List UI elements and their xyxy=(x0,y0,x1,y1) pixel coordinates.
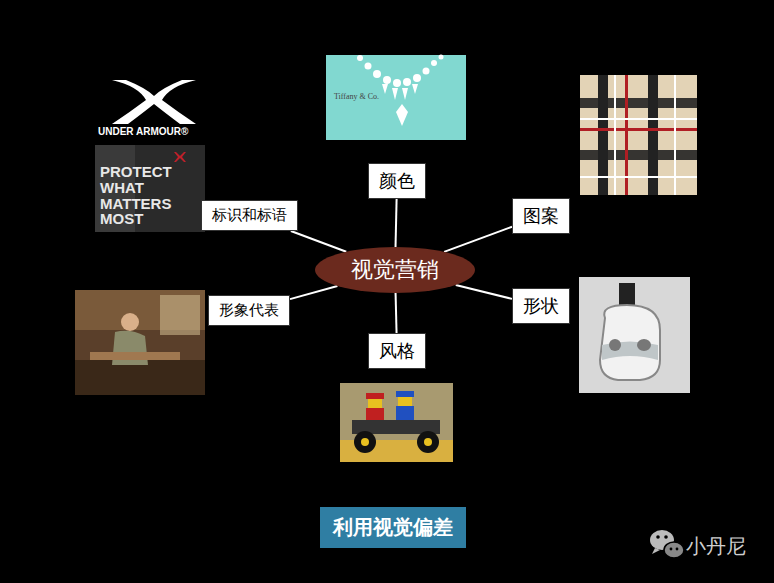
lego-image xyxy=(340,383,453,462)
node-text: 图案 xyxy=(523,204,559,228)
node-text: 视觉营销 xyxy=(351,255,439,285)
tiffany-image xyxy=(326,55,466,140)
caption-box: 利用视觉偏差 xyxy=(320,507,466,548)
brand-name: UNDER ARMOUR® xyxy=(98,126,188,137)
center-ellipse: 视觉营销 xyxy=(315,247,475,293)
craftsman-photo xyxy=(75,290,205,395)
connector-line xyxy=(290,286,337,299)
connector-line xyxy=(395,293,398,333)
tartan-pattern xyxy=(580,75,697,195)
poster-slogan: PROTECT WHAT MATTERS MOST xyxy=(100,164,178,227)
poster-image xyxy=(95,145,205,232)
brand-logo xyxy=(112,80,196,124)
category-box: 图案 xyxy=(512,198,570,234)
category-box: 形象代表 xyxy=(208,295,290,326)
connector-line xyxy=(456,285,512,299)
category-box: 风格 xyxy=(368,333,426,369)
skull-bottle xyxy=(579,277,690,393)
node-text: 形象代表 xyxy=(219,301,279,320)
category-box: 标识和标语 xyxy=(201,200,298,231)
connector-line xyxy=(396,199,397,247)
node-text: 风格 xyxy=(379,339,415,363)
necklace xyxy=(357,55,444,127)
connector-line xyxy=(291,231,346,252)
poster-logo xyxy=(174,152,186,162)
node-text: 形状 xyxy=(523,294,559,318)
connector-line xyxy=(444,227,512,252)
node-text: 标识和标语 xyxy=(212,206,287,225)
wechat-icon xyxy=(650,530,684,558)
watermark: 小丹尼 xyxy=(686,533,746,560)
node-text: 利用视觉偏差 xyxy=(333,514,453,541)
category-box: 颜色 xyxy=(368,163,426,199)
category-box: 形状 xyxy=(512,288,570,324)
brand-name: Tiffany & Co. xyxy=(334,92,379,101)
node-text: 颜色 xyxy=(379,169,415,193)
